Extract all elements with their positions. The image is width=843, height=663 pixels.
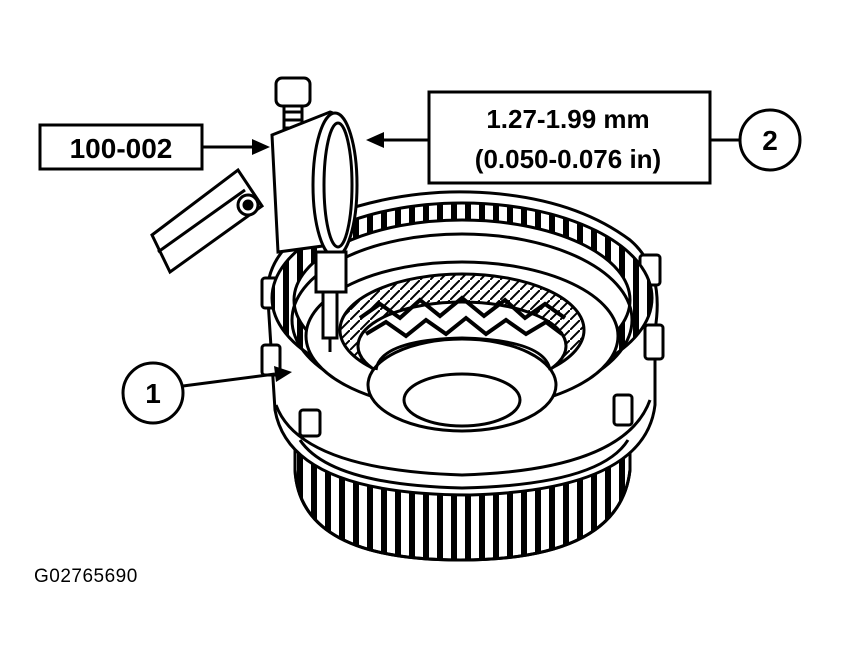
- clearance-in-label: (0.050-0.076 in): [475, 144, 661, 174]
- figure-id: G02765690: [34, 566, 138, 587]
- item-2-label: 2: [762, 125, 778, 156]
- dial-indicator-tool: [150, 76, 359, 352]
- item-1-label: 1: [145, 378, 161, 409]
- clearance-mm-label: 1.27-1.99 mm: [486, 104, 649, 134]
- clutch-drum: [260, 190, 665, 562]
- item-1-marker: 1: [121, 361, 292, 425]
- tool-number-callout: 100-002: [38, 123, 270, 171]
- clearance-spec-callout: 1.27-1.99 mm (0.050-0.076 in): [366, 90, 741, 185]
- item-2-marker: 2: [738, 108, 802, 172]
- tool-number-label: 100-002: [70, 133, 173, 164]
